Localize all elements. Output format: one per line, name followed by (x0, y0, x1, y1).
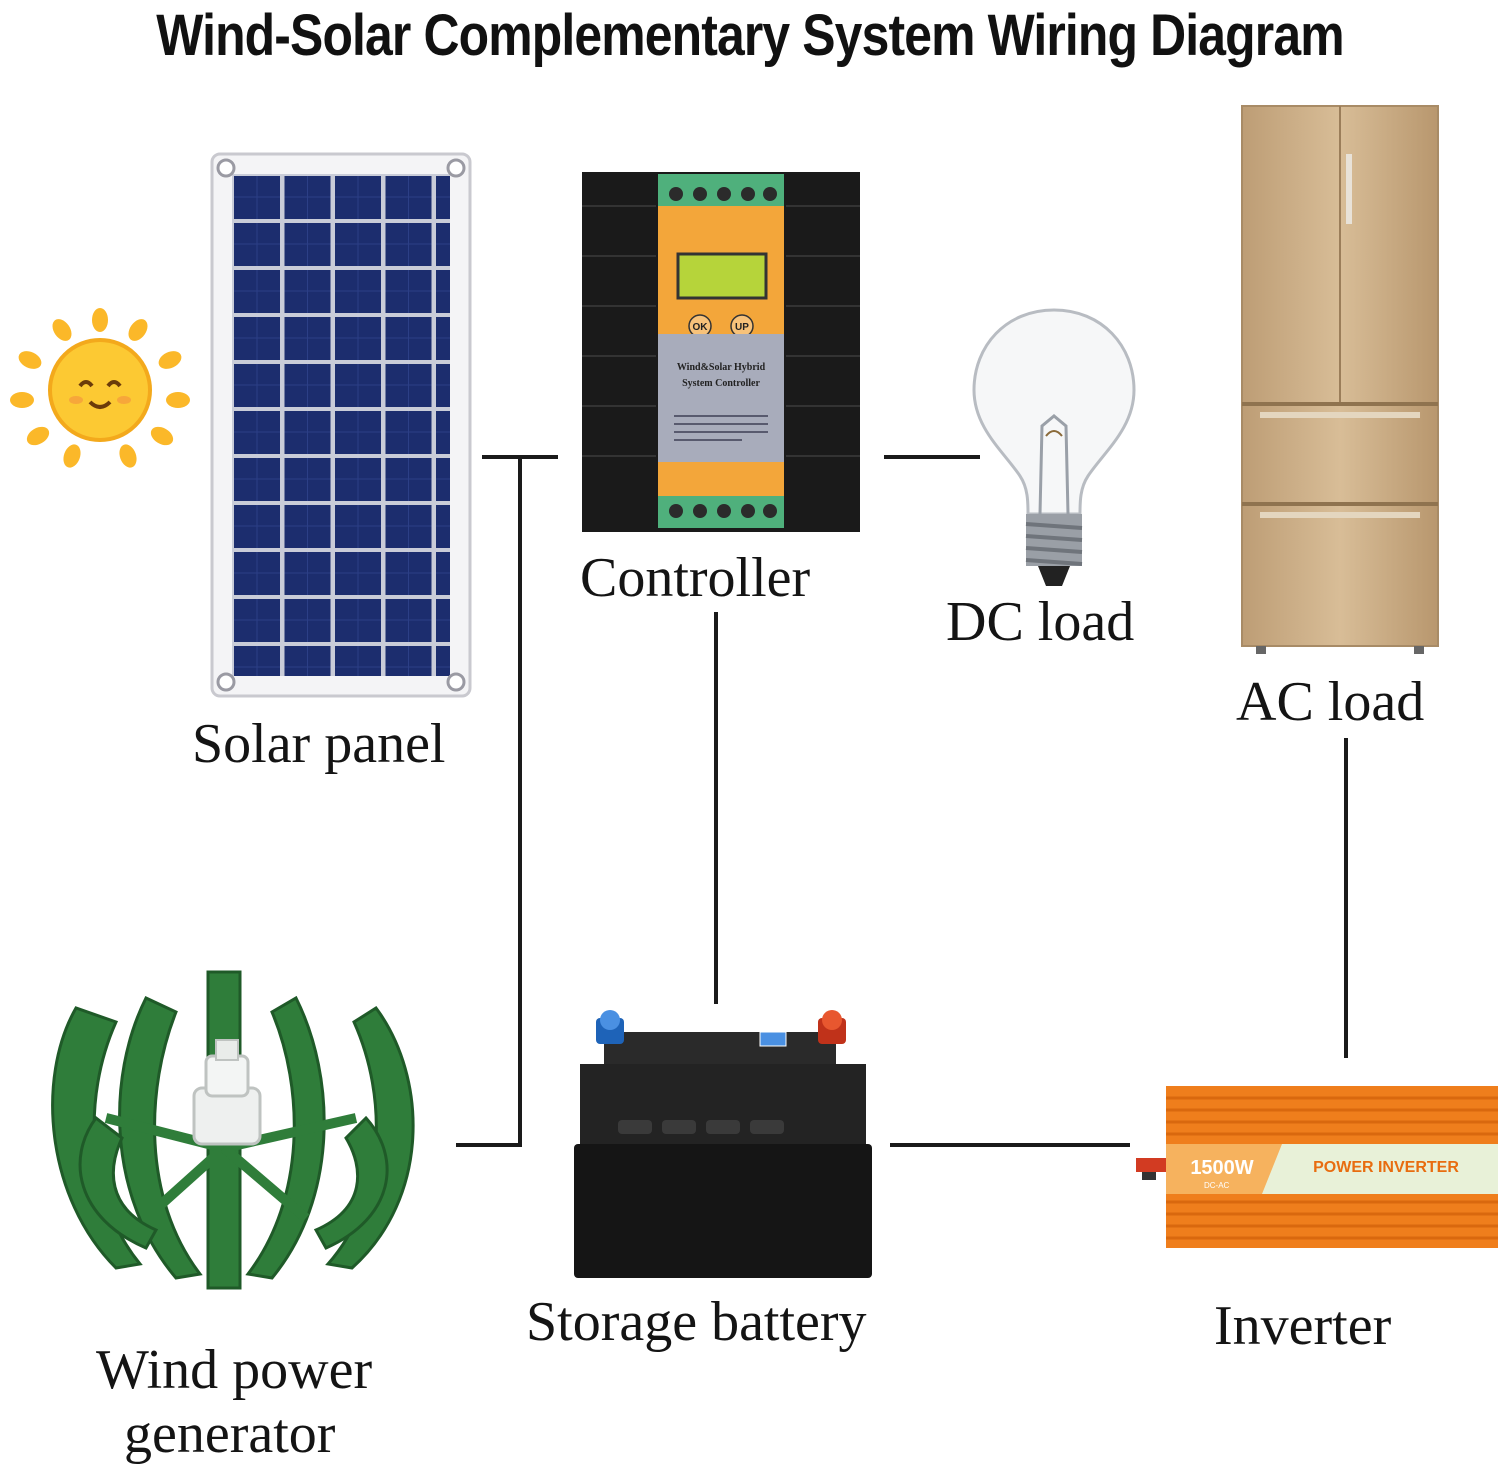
controller-image: OK UP Wind&Solar Hybrid System Controlle… (582, 172, 860, 532)
wire-controller-to-dc-load (884, 455, 980, 459)
diagram-title: Wind-Solar Complementary System Wiring D… (156, 3, 1344, 68)
battery-image (574, 1010, 872, 1278)
solar-panel-label: Solar panel (192, 713, 446, 775)
battery-label: Storage battery (526, 1291, 867, 1353)
controller-up-button: UP (735, 322, 749, 333)
dc-load-label: DC load (946, 591, 1135, 653)
wire-wind-to-junction (456, 1143, 522, 1147)
inverter-label: Inverter (1214, 1295, 1392, 1357)
wire-inverter-to-ac-load (1344, 738, 1348, 1058)
wind-generator-label-line2: generator (124, 1403, 336, 1465)
controller-ok-button: OK (693, 322, 709, 333)
wire-junction-vertical (518, 455, 522, 1147)
controller-name-line2: System Controller (682, 378, 760, 389)
solar-panel-image (210, 152, 472, 698)
wind-turbine-image (51, 970, 415, 1290)
wire-battery-to-inverter (890, 1143, 1130, 1147)
inverter-image: 1500W DC-AC POWER INVERTER (1136, 1086, 1498, 1248)
inverter-power-text: 1500W (1190, 1157, 1253, 1179)
ac-load-label: AC load (1236, 671, 1425, 733)
controller-name-line1: Wind&Solar Hybrid (677, 362, 766, 373)
wire-controller-to-battery (714, 612, 718, 1004)
fridge-image (1241, 105, 1439, 654)
inverter-sub-text: DC-AC (1204, 1181, 1230, 1190)
sun-icon (10, 308, 190, 468)
light-bulb-image (972, 308, 1136, 586)
controller-label: Controller (580, 547, 811, 609)
wind-generator-label-line1: Wind power (96, 1339, 373, 1401)
inverter-name-text: POWER INVERTER (1313, 1159, 1459, 1176)
